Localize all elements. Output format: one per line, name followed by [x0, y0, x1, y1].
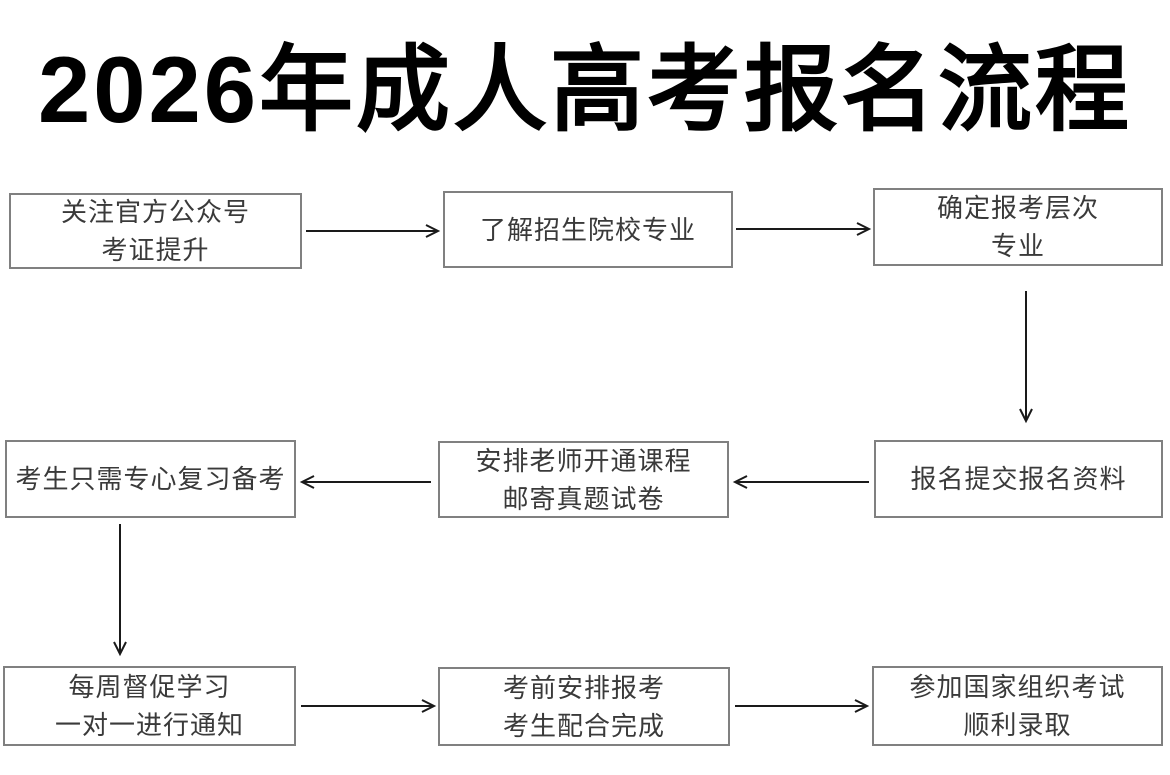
flow-step-5-line-1: 安排老师开通课程 [475, 445, 692, 476]
flow-step-8-line-1: 考前安排报考 [502, 672, 665, 703]
flow-step-6-box: 考生只需专心复习备考 [5, 440, 296, 518]
flow-step-3-box: 确定报考层次 专业 [873, 188, 1163, 266]
flow-step-7-line-2: 一对一进行通知 [54, 710, 244, 740]
flow-step-1-line-2: 考证提升 [101, 235, 210, 265]
flow-step-3-line-2: 专业 [990, 231, 1045, 261]
flow-step-1-line-1: 关注官方公众号 [60, 197, 250, 227]
flow-step-6-line-1: 考生只需专心复习备考 [15, 464, 286, 494]
flow-step-8-line-2: 考生配合完成 [502, 710, 665, 741]
flow-step-7-line-1: 每周督促学习 [68, 672, 231, 702]
flow-step-5-line-2: 邮寄真题试卷 [502, 483, 665, 514]
flow-step-2-box: 了解招生院校专业 [443, 191, 733, 268]
flow-step-4-line-1: 报名提交报名资料 [910, 464, 1127, 494]
flow-step-1-box: 关注官方公众号 考证提升 [9, 193, 302, 269]
flow-step-3-line-1: 确定报考层次 [936, 193, 1099, 223]
flow-step-4-box: 报名提交报名资料 [874, 440, 1163, 518]
flow-step-9-box: 参加国家组织考试 顺利录取 [872, 666, 1163, 746]
page-title: 2026年成人高考报名流程 [37, 37, 1133, 142]
flow-step-9-line-2: 顺利录取 [963, 710, 1072, 740]
flow-step-8-box: 考前安排报考 考生配合完成 [438, 667, 730, 746]
flow-step-2-line-1: 了解招生院校专业 [479, 214, 696, 245]
flow-step-9-line-1: 参加国家组织考试 [909, 672, 1126, 702]
flow-step-5-box: 安排老师开通课程 邮寄真题试卷 [438, 441, 729, 518]
flow-step-7-box: 每周督促学习 一对一进行通知 [3, 666, 296, 746]
